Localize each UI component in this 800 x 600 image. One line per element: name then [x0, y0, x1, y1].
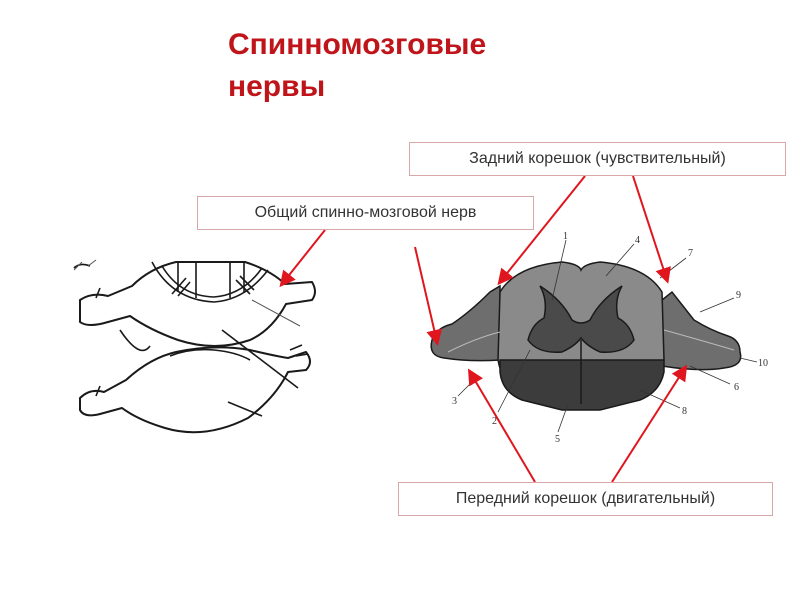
figure-number-3: 3: [452, 396, 457, 407]
arrow-anterior-left: [467, 368, 536, 483]
figure-number-1: 1: [563, 231, 568, 242]
callout-anterior-root: Передний корешок (двигательный): [398, 482, 773, 516]
figure-number-9: 9: [736, 290, 741, 301]
arrow-common-left: [279, 229, 326, 288]
callout-common-spinal-nerve: Общий спинно-мозговой нерв: [197, 196, 534, 230]
arrow-common-right: [414, 246, 443, 346]
arrow-anterior-right: [611, 364, 688, 483]
figure-number-5: 5: [555, 434, 560, 445]
figure-number-8: 8: [682, 406, 687, 417]
figure-number-7: 7: [688, 248, 693, 259]
figure-number-6: 6: [734, 382, 739, 393]
arrow-posterior-left: [497, 175, 586, 286]
figure-number-2: 2: [492, 416, 497, 427]
figure-number-4: 4: [635, 235, 640, 246]
arrow-posterior-right: [632, 175, 671, 284]
slide-title: Спинномозговые нервы: [228, 28, 487, 103]
callout-posterior-root: Задний корешок (чувствительный): [409, 142, 786, 176]
figure-number-10: 10: [758, 358, 768, 369]
